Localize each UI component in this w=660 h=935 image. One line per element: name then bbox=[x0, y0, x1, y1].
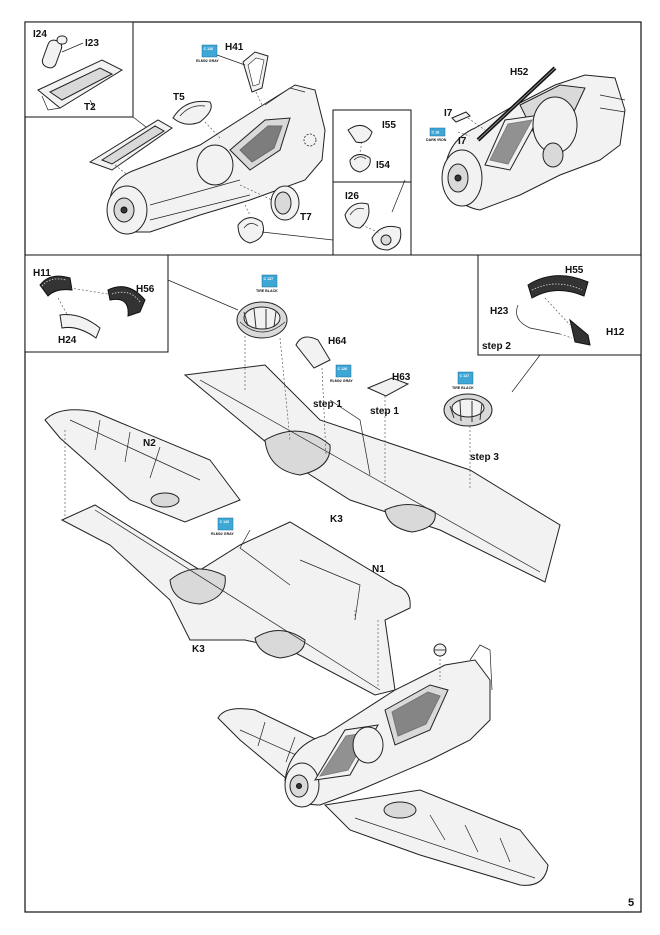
svg-text:C 137: C 137 bbox=[460, 374, 470, 378]
label-n1: N1 bbox=[372, 564, 385, 575]
label-k3a: K3 bbox=[330, 514, 343, 525]
part-i24 bbox=[41, 35, 68, 69]
label-h63: H63 bbox=[392, 372, 411, 383]
part-h41 bbox=[242, 51, 269, 106]
paint-callout-c3: C 137 TIRE BLACK bbox=[256, 274, 278, 293]
label-step1a: step 1 bbox=[313, 399, 342, 410]
label-h64: H64 bbox=[328, 336, 347, 347]
paint-callout-c6: C 126 RLM02 GRAY bbox=[211, 517, 234, 536]
part-t5 bbox=[172, 100, 221, 139]
label-t7: T7 bbox=[300, 212, 312, 223]
svg-text:C 137: C 137 bbox=[264, 277, 274, 281]
inset-h-left: H11 H56 H24 bbox=[24, 254, 169, 353]
paint-callout-c2: C 18 DARK IRON bbox=[426, 127, 447, 142]
part-t2-panel bbox=[37, 59, 124, 111]
wing-upper-left bbox=[44, 409, 241, 523]
label-i7b: I7 bbox=[458, 136, 467, 147]
part-i7 bbox=[451, 111, 486, 137]
aircraft-final-assembly bbox=[217, 643, 549, 886]
part-h64 bbox=[295, 336, 331, 456]
label-h56: H56 bbox=[136, 284, 155, 295]
svg-text:DARK IRON: DARK IRON bbox=[426, 138, 447, 142]
label-t5: T5 bbox=[173, 92, 185, 103]
label-h11: H11 bbox=[33, 268, 51, 279]
wing-assembly-middle bbox=[60, 504, 411, 696]
inset-top-left: I24 I23 T2 bbox=[24, 21, 134, 118]
fuselage-left bbox=[106, 84, 326, 235]
label-step1b: step 1 bbox=[370, 406, 399, 417]
label-t2: T2 bbox=[84, 102, 96, 113]
part-cowl-bottom bbox=[237, 204, 264, 244]
wing-lower-right bbox=[183, 364, 561, 583]
label-h55: H55 bbox=[565, 265, 584, 276]
part-h52 bbox=[476, 66, 557, 142]
page-frame bbox=[24, 21, 642, 913]
svg-text:C 126: C 126 bbox=[204, 47, 214, 51]
label-h12: H12 bbox=[606, 327, 625, 338]
inset-h-right: H55 H23 H12 step 2 bbox=[477, 254, 642, 356]
svg-text:TIRE BLACK: TIRE BLACK bbox=[256, 289, 278, 293]
label-i55: I55 bbox=[382, 120, 396, 131]
svg-text:C 18: C 18 bbox=[432, 131, 440, 135]
svg-text:TIRE BLACK: TIRE BLACK bbox=[452, 386, 474, 390]
label-n2: N2 bbox=[143, 438, 156, 449]
label-i54: I54 bbox=[376, 160, 390, 171]
label-i7a: I7 bbox=[444, 108, 453, 119]
paint-callout-c1: C 126 RLM02 GRAY bbox=[196, 44, 246, 66]
label-h23: H23 bbox=[490, 306, 509, 317]
paint-callout-c4: C 126 RLM02 GRAY bbox=[330, 364, 353, 383]
label-i26: I26 bbox=[345, 191, 359, 202]
page-number: 5 bbox=[628, 897, 634, 909]
label-i23: I23 bbox=[85, 38, 99, 49]
label-h41: H41 bbox=[225, 42, 244, 53]
svg-text:C 126: C 126 bbox=[220, 520, 230, 524]
label-step2: step 2 bbox=[482, 341, 511, 352]
paint-callout-c5: C 137 TIRE BLACK bbox=[452, 371, 474, 390]
label-k3b: K3 bbox=[192, 644, 205, 655]
svg-text:RLM02 GRAY: RLM02 GRAY bbox=[211, 532, 234, 536]
part-wheelwell-right bbox=[443, 393, 493, 490]
inset-top-right-upper: I55 I54 bbox=[332, 109, 412, 183]
part-wheelwell-center bbox=[236, 301, 288, 339]
label-h24: H24 bbox=[58, 335, 77, 346]
part-h63 bbox=[366, 377, 410, 485]
svg-text:C 126: C 126 bbox=[338, 367, 348, 371]
svg-text:RLM02 GRAY: RLM02 GRAY bbox=[330, 379, 353, 383]
label-i24: I24 bbox=[33, 29, 47, 40]
fuselage-right bbox=[441, 74, 626, 211]
inset-top-right-lower: I26 bbox=[332, 181, 412, 256]
part-t2-detached bbox=[88, 119, 173, 186]
part-t7 bbox=[239, 184, 300, 221]
label-h52: H52 bbox=[510, 67, 529, 78]
svg-text:RLM02 GRAY: RLM02 GRAY bbox=[196, 59, 219, 63]
label-step3: step 3 bbox=[470, 452, 499, 463]
